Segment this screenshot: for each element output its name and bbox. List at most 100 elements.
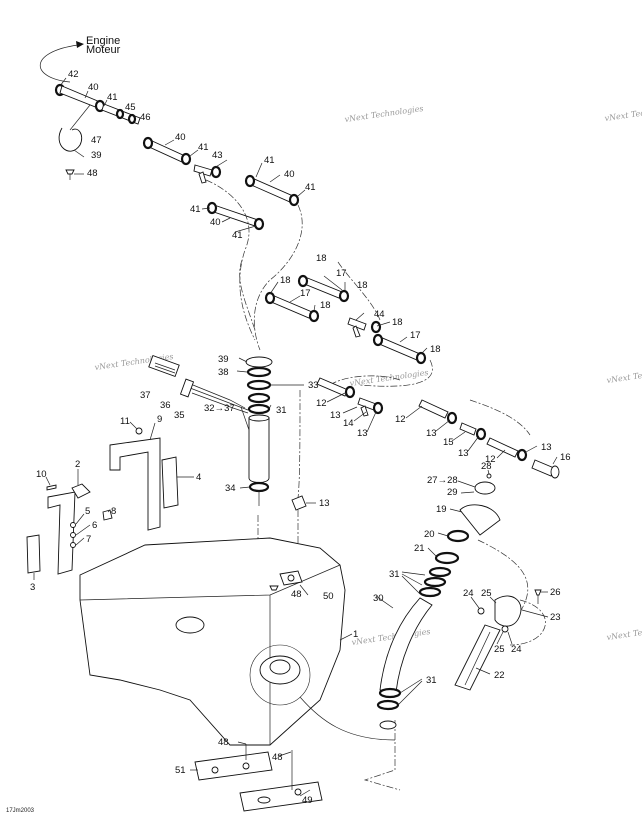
callout-47: 47: [91, 135, 102, 146]
callout-16: 16: [560, 452, 571, 463]
callout-25: 25: [481, 588, 492, 599]
watermark-top-right: vNext Technologies: [604, 103, 642, 123]
callout-34: 34: [225, 483, 236, 494]
callout-13: 13: [426, 428, 437, 439]
callout-30: 30: [373, 593, 384, 604]
cap-19: [459, 504, 501, 536]
callout-26: 26: [550, 587, 561, 598]
callout-48: 48: [291, 589, 302, 600]
arrow-head-icon: [76, 41, 84, 48]
washer-24-bottom: [501, 625, 509, 633]
screw-26: [534, 589, 542, 596]
callout-44: 44: [374, 309, 385, 320]
clip-39-top: [58, 127, 83, 152]
tee-44: [347, 317, 367, 331]
part-28: [486, 473, 492, 479]
callout-7: 7: [86, 534, 91, 545]
callout-40: 40: [284, 169, 295, 180]
callout-39: 39: [218, 354, 229, 365]
screw-10: [46, 484, 57, 491]
callout-24: 24: [463, 588, 474, 599]
callout-45: 45: [125, 102, 136, 113]
ring-21: [434, 551, 460, 565]
cap-29: [474, 481, 496, 495]
dashed-connections: [205, 179, 531, 791]
callout-48: 48: [87, 168, 98, 179]
callout-31: 31: [426, 675, 437, 686]
screw-48-plate: [269, 585, 279, 591]
engine-label: Engine: [86, 35, 120, 47]
callout-41: 41: [305, 182, 316, 193]
callout-21: 21: [414, 543, 425, 554]
callout-50: 50: [323, 591, 334, 602]
callout-48: 48: [218, 737, 229, 748]
watermark-mid-right: vNext Technologies: [606, 365, 642, 385]
callout-18: 18: [280, 275, 291, 286]
watermark-low-right: vNext Technologies: [606, 622, 642, 642]
callout-10: 10: [36, 469, 47, 480]
callout-41: 41: [190, 204, 201, 215]
screw-48-top: [65, 169, 75, 175]
callout-20: 20: [424, 529, 435, 540]
callout-35: 35: [174, 410, 185, 421]
callout-11: 11: [120, 416, 130, 427]
callout-40: 40: [88, 82, 99, 93]
callout-38: 38: [218, 367, 229, 378]
vent-hose-22: [454, 624, 501, 691]
pad-3: [26, 534, 41, 574]
callout-18: 18: [357, 280, 368, 291]
callout-12: 12: [316, 398, 327, 409]
washer-6: [70, 532, 76, 538]
callout-25: 25: [494, 644, 505, 655]
detail-circle: [249, 644, 311, 706]
filler-neck-assembly: [376, 473, 546, 730]
callout-18: 18: [316, 253, 327, 264]
callout-13: 13: [458, 448, 469, 459]
callout-13: 13: [357, 428, 368, 439]
callout-12: 12: [485, 454, 496, 465]
watermark-top-center: vNext Technologies: [344, 104, 424, 124]
mounting-plates: [194, 570, 323, 812]
callout-24: 24: [511, 644, 522, 655]
callout-51: 51: [175, 765, 186, 776]
callout-22: 22: [494, 670, 505, 681]
vent-valve-23: [494, 595, 522, 627]
callout-41: 41: [264, 155, 275, 166]
leader-lines: [33, 77, 558, 797]
bracket-9: [109, 437, 161, 531]
callout-31: 31: [276, 405, 287, 416]
callout-41: 41: [198, 142, 209, 153]
ring-34: [248, 481, 270, 493]
hose-12-top: [316, 377, 349, 397]
callout-48: 48: [272, 752, 283, 763]
callout-49: 49: [302, 795, 313, 806]
fitting-15: [459, 422, 477, 436]
bracket-assembly: [26, 427, 179, 575]
callout-6: 6: [92, 520, 97, 531]
callout-9: 9: [157, 414, 162, 425]
top-hose-assembly: [54, 83, 300, 231]
callout-2: 2: [75, 459, 80, 470]
nut-8: [102, 509, 113, 521]
plate-51: [194, 751, 273, 781]
callout-41: 41: [232, 230, 243, 241]
strap-4: [161, 456, 179, 509]
callout-46: 46: [140, 112, 151, 123]
washer-7: [70, 542, 76, 548]
right-hose-assembly: [291, 377, 560, 511]
callout-4: 4: [196, 472, 201, 483]
callout-40: 40: [210, 217, 221, 228]
hose-12-lower: [486, 437, 519, 458]
callout-5: 5: [85, 506, 90, 517]
clamp-13-lower: [291, 495, 307, 511]
ring-33: [246, 379, 272, 391]
nut-11: [135, 427, 143, 435]
middle-hose-assembly: [264, 274, 427, 365]
ring-38: [246, 366, 272, 378]
fuel-pump-assembly: [148, 354, 273, 506]
callout-27-28: 27→28: [427, 475, 458, 486]
ring-31-top: [247, 403, 271, 415]
callout-32-37: 32→37: [204, 403, 235, 414]
callout-12: 12: [395, 414, 406, 425]
